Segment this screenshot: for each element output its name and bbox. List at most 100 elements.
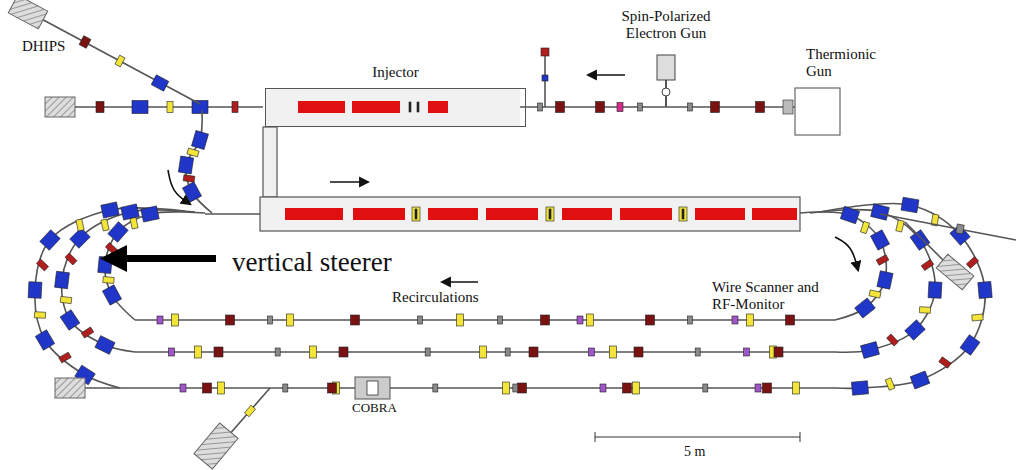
direction-arrow xyxy=(835,237,858,270)
quadrupole xyxy=(896,220,904,232)
dipole-magnet xyxy=(55,271,70,288)
diagnostic-label: Wire Scanner and RF-Monitor xyxy=(712,279,819,314)
dipole-magnet xyxy=(102,285,121,305)
scale-bar xyxy=(595,432,800,442)
beam-dump xyxy=(8,0,47,29)
beam-pipe xyxy=(820,203,985,388)
quadrupole xyxy=(869,290,881,298)
thermionic-gun xyxy=(795,88,840,135)
quadrupole xyxy=(633,382,640,394)
diagnostic xyxy=(433,384,438,392)
quadrupole xyxy=(503,382,510,394)
dipole-magnet xyxy=(40,230,60,251)
diagnostic xyxy=(695,348,700,356)
flange xyxy=(409,102,411,112)
callout-arrow xyxy=(120,255,216,262)
callout-label: vertical steerer xyxy=(232,247,392,278)
dipole-magnet xyxy=(840,206,859,223)
dipole-magnet xyxy=(192,131,209,150)
quadrupole xyxy=(59,352,72,363)
bpm xyxy=(180,384,186,392)
cavity xyxy=(298,101,345,113)
dipole-magnet xyxy=(861,342,880,359)
cavity-coupler xyxy=(679,207,687,221)
chopper xyxy=(617,103,623,112)
dipole-magnet xyxy=(855,298,876,318)
scale-label: 5 m xyxy=(684,444,705,460)
dipole-magnet xyxy=(192,101,208,114)
cobra-detector xyxy=(367,381,378,395)
cavity-coupler xyxy=(546,207,554,221)
beam-pipe xyxy=(35,208,185,388)
beam-pipe xyxy=(85,387,835,389)
dipole-magnet xyxy=(101,202,119,218)
dipole-magnet xyxy=(905,320,926,340)
bpm xyxy=(157,316,163,324)
quadrupole xyxy=(183,175,195,183)
diagnostic xyxy=(268,316,273,324)
dipole-magnet xyxy=(901,197,919,212)
quadrupole xyxy=(115,55,125,67)
diagnostic xyxy=(688,316,693,324)
quadrupole xyxy=(218,382,225,394)
gun-flange xyxy=(783,100,793,114)
diagnostic xyxy=(498,316,503,324)
beam-pipe xyxy=(905,222,945,262)
quadrupole xyxy=(457,314,464,326)
cavity xyxy=(353,208,405,220)
quadrupole xyxy=(876,255,889,265)
dipole-magnet xyxy=(141,206,159,222)
bpm xyxy=(732,316,738,324)
beam-dump xyxy=(194,423,238,469)
quadrupole xyxy=(587,314,594,326)
quadrupole xyxy=(310,346,317,358)
dipole-magnet xyxy=(542,75,548,81)
dipole-magnet xyxy=(910,230,930,251)
cavity xyxy=(620,208,672,220)
steerer xyxy=(596,102,605,113)
beam-dump xyxy=(55,378,85,398)
steerer xyxy=(79,36,91,49)
steerer xyxy=(786,315,795,325)
quadrupole xyxy=(187,148,199,157)
beam-pipe xyxy=(62,210,195,352)
bpm xyxy=(744,348,750,356)
quadrupole xyxy=(195,346,202,358)
cavity xyxy=(695,208,745,220)
steerer xyxy=(232,102,238,113)
quadrupole xyxy=(36,259,48,271)
beam-pipe xyxy=(36,16,200,104)
cavity-coupler-mark xyxy=(682,209,684,219)
beam-dump xyxy=(936,254,974,290)
quadrupole xyxy=(972,314,983,321)
bpm xyxy=(169,348,175,356)
steerer xyxy=(96,102,104,113)
quadrupole xyxy=(921,259,933,270)
cobra-experiment xyxy=(355,377,390,399)
cavity xyxy=(752,208,797,220)
injector-cryomodule: Injector xyxy=(265,88,526,127)
steerer xyxy=(214,347,223,357)
quadrupole xyxy=(101,219,109,231)
cavity xyxy=(285,208,343,220)
steerer xyxy=(756,102,765,113)
dipole-magnet xyxy=(182,182,201,202)
facility-label: DHIPS xyxy=(22,38,65,55)
quadrupole xyxy=(60,296,72,303)
beam-pipe xyxy=(228,388,270,436)
callout-arrowhead xyxy=(100,245,127,272)
bpm xyxy=(755,384,761,392)
cavity xyxy=(428,101,448,113)
steerer xyxy=(328,383,337,393)
dipole-magnet xyxy=(910,371,930,389)
dipole-magnet xyxy=(978,281,992,298)
quadrupole xyxy=(966,257,978,269)
steerer xyxy=(634,347,643,357)
diagnostic xyxy=(275,348,280,356)
steerer xyxy=(623,383,632,393)
transfer-tube xyxy=(263,127,277,197)
cavity-coupler-mark xyxy=(415,209,417,219)
spin-polarized-gun xyxy=(657,55,675,80)
quadrupole xyxy=(81,327,93,338)
flange xyxy=(417,102,419,112)
